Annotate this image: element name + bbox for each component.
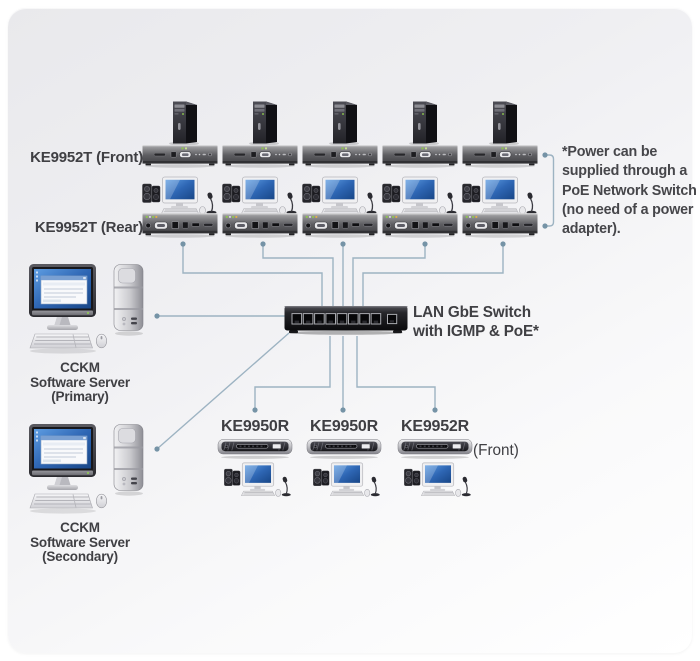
power-note-line: *Power can be (562, 144, 658, 160)
lan-gbe-switch (283, 305, 409, 335)
label-ke9952t-front: KE9952T (Front) (30, 149, 143, 166)
ke9950r-unit-1 (217, 437, 293, 459)
ke9952t-rear-unit-4 (382, 212, 458, 238)
tx-workstation-5 (461, 175, 539, 215)
label-cckm-primary-line2: Software Server (30, 374, 130, 390)
cckm-secondary-computer (28, 423, 146, 515)
label-receiver-2: KE9950R (310, 418, 378, 435)
label-lan-switch-line2: with IGMP & PoE* (413, 322, 539, 340)
source-pc-tower-4 (405, 98, 445, 146)
ke9952t-front-unit-3 (302, 144, 378, 168)
label-front-suffix: (Front) (473, 442, 519, 459)
ke9952t-rear-unit-1 (142, 212, 218, 238)
label-receiver-1: KE9950R (221, 418, 289, 435)
source-pc-tower-1 (165, 98, 205, 146)
ke9952t-rear-unit-5 (462, 212, 538, 238)
label-cckm-primary: CCKM Software Server (Primary) (8, 360, 152, 405)
cckm-primary-computer (28, 263, 146, 355)
label-cckm-secondary-line3: (Secondary) (42, 549, 118, 565)
power-note-line: supplied through a (562, 163, 688, 180)
rx-workstation-2 (312, 461, 382, 497)
power-note-line: (no need of a power (562, 201, 694, 218)
ke9952r-unit (397, 437, 473, 459)
rx-workstation-3 (403, 461, 473, 497)
source-pc-tower-3 (325, 98, 365, 146)
label-lan-switch-line1: LAN GbE Switch (413, 304, 531, 321)
label-lan-switch: LAN GbE Switch with IGMP & PoE* (413, 304, 539, 341)
tx-workstation-1 (141, 175, 219, 215)
ke9952t-rear-unit-2 (222, 212, 298, 238)
label-cckm-secondary: CCKM Software Server (Secondary) (8, 520, 152, 565)
label-ke9952t-rear: KE9952T (Rear) (34, 219, 143, 236)
power-note-line: adapter). (562, 221, 621, 238)
ke9952t-front-unit-2 (222, 144, 298, 168)
ke9950r-unit-2 (306, 437, 382, 459)
tx-workstation-2 (221, 175, 299, 215)
rx-workstation-1 (223, 461, 293, 497)
power-note: *Power can be supplied through a PoE Net… (562, 143, 697, 239)
ke9952t-front-unit-4 (382, 144, 458, 168)
label-cckm-primary-line1: CCKM (60, 360, 100, 375)
power-note-line: PoE Network Switch (562, 182, 697, 199)
label-cckm-secondary-line1: CCKM (60, 520, 100, 535)
tx-workstation-3 (301, 175, 379, 215)
ke9952t-front-unit-1 (142, 144, 218, 168)
label-receiver-3: KE9952R (401, 418, 469, 435)
label-cckm-primary-line3: (Primary) (51, 389, 109, 405)
source-pc-tower-2 (245, 98, 285, 146)
label-cckm-secondary-line2: Software Server (30, 534, 130, 550)
source-pc-tower-5 (485, 98, 525, 146)
ke9952t-rear-unit-3 (302, 212, 378, 238)
ke9952t-front-unit-5 (462, 144, 538, 168)
tx-workstation-4 (381, 175, 459, 215)
